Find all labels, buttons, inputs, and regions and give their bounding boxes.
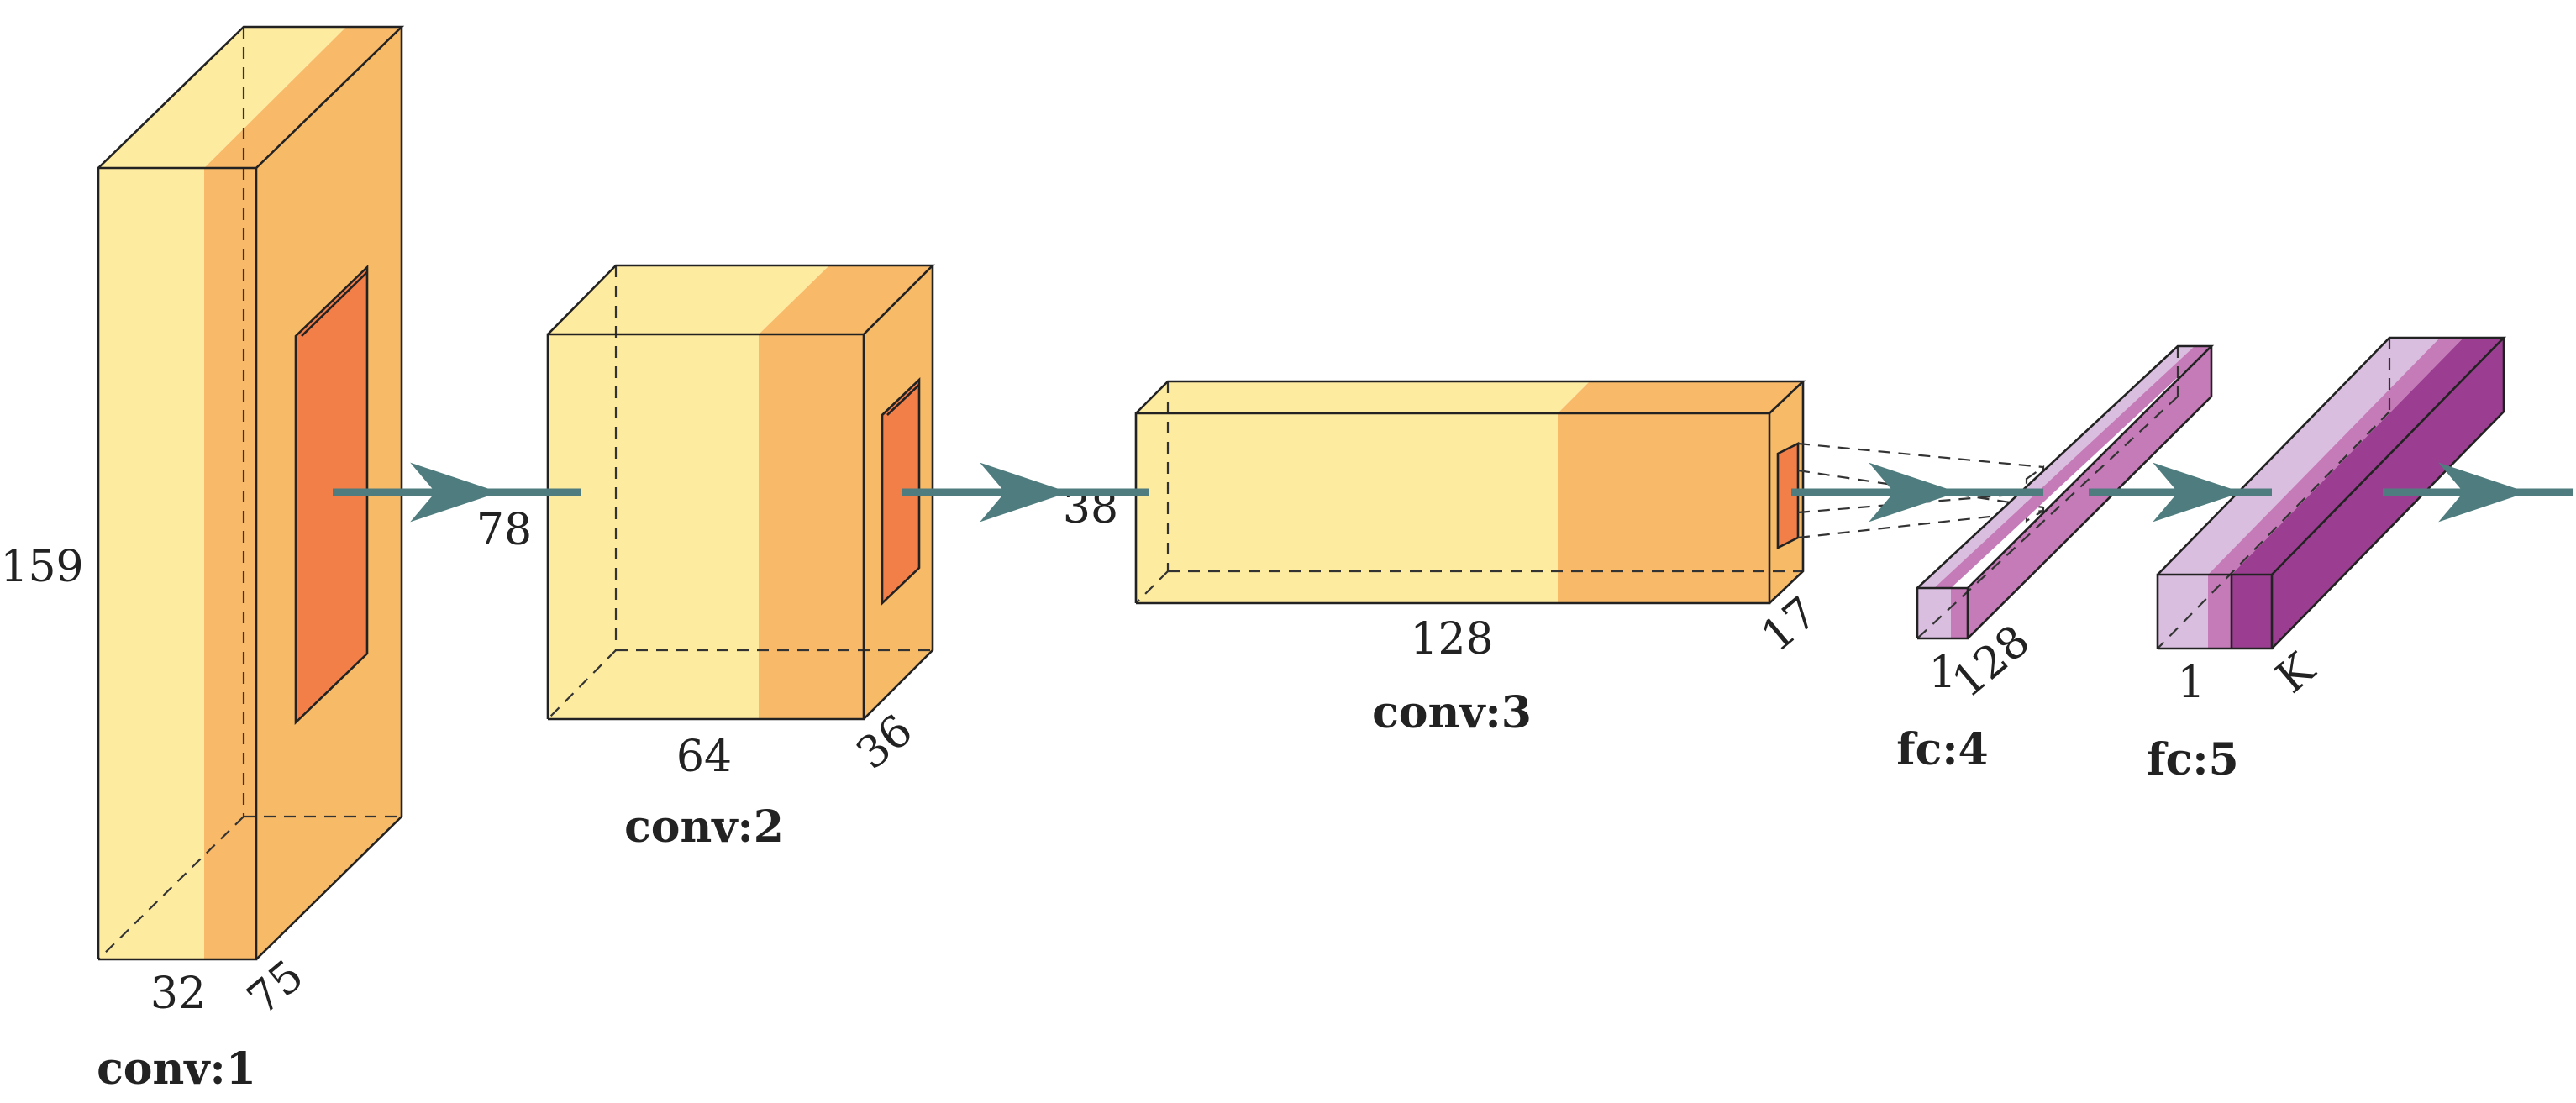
conv3-depth-label: 128 (1410, 614, 1493, 664)
conv1-top-mid (204, 27, 402, 168)
conv3-top-mid (1558, 381, 1803, 413)
conv3-top-light (1136, 381, 1590, 413)
fc4-name-label: fc:4 (1896, 724, 1988, 775)
conv1-block (97, 25, 405, 961)
fc4-top-mid (1934, 346, 2211, 588)
conv2-top-mid (759, 265, 933, 334)
fc5-name-label: fc:5 (2147, 734, 2238, 785)
fc5-front-light (2158, 575, 2208, 649)
fc5-front-dark (2232, 575, 2272, 649)
conv1-kernel (294, 264, 369, 726)
fc5-top-light (2158, 338, 2440, 575)
conv3-block (1134, 380, 1806, 605)
conv1-front-light (98, 168, 204, 959)
conv3-front-mid (1558, 413, 1769, 603)
conv2-kernel (881, 376, 921, 607)
conv2-depth-label: 64 (676, 732, 732, 782)
conv1-top-light (98, 27, 346, 168)
flow-arrows (333, 462, 2573, 523)
conv1-depth-label: 32 (150, 969, 206, 1019)
conv1-front-mid (204, 168, 256, 959)
conv1-width-label: 75 (238, 950, 313, 1024)
fc5-depth-label: 1 (2177, 658, 2205, 708)
conv1-height-label: 159 (0, 542, 83, 592)
conv2-front-mid (759, 334, 864, 719)
fc5-top-mid (2208, 338, 2463, 575)
fc4-top-light (1917, 346, 2195, 588)
conv2-name-label: conv:2 (624, 801, 784, 853)
conv3-front-light (1136, 413, 1558, 603)
conv2-front-light (548, 334, 759, 719)
conv2-top-light (548, 265, 829, 334)
fc5-top-dark (2232, 338, 2504, 575)
fc4-front-mid (1951, 588, 1968, 638)
conv3-name-label: conv:3 (1372, 687, 1532, 738)
conv1-name-label: conv:1 (97, 1043, 256, 1095)
conv2-block (546, 264, 936, 721)
fc4-front-light (1917, 588, 1951, 638)
fc5-width-label: K (2267, 643, 2325, 703)
fc4-depth-label: 1 (1928, 648, 1956, 698)
fc5-front-mid (2208, 575, 2232, 649)
conv2-height-label: 78 (476, 505, 532, 555)
